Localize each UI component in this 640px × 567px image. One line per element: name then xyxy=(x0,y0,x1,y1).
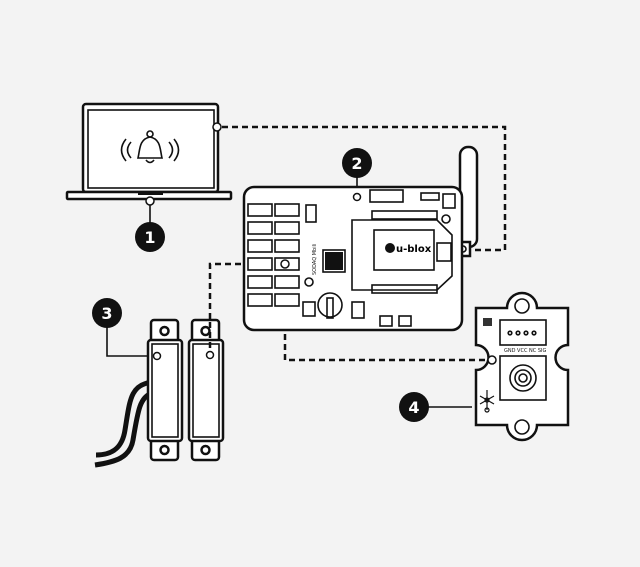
laptop-icon xyxy=(65,102,233,206)
svg-text:2: 2 xyxy=(351,154,362,173)
svg-text:3: 3 xyxy=(101,304,112,323)
sensor-pin-labels: GND VCC NC SIG xyxy=(504,348,547,354)
svg-text:1: 1 xyxy=(144,228,155,247)
badge-3: 3 xyxy=(92,298,122,328)
svg-text:4: 4 xyxy=(408,398,419,417)
board-name-label: SODAQ Mbili xyxy=(312,244,318,275)
badge-1: 1 xyxy=(135,222,165,252)
sensor-module-icon: GND VCC NC SIG xyxy=(474,291,570,442)
badge-4: 4 xyxy=(399,392,429,422)
badge-2: 2 xyxy=(342,148,372,178)
board-icon: SODAQ Mbili u-blox xyxy=(242,185,464,332)
bell-icon xyxy=(120,130,180,164)
reed-switch-icon xyxy=(94,318,225,468)
ublox-label: u-blox xyxy=(396,244,432,255)
